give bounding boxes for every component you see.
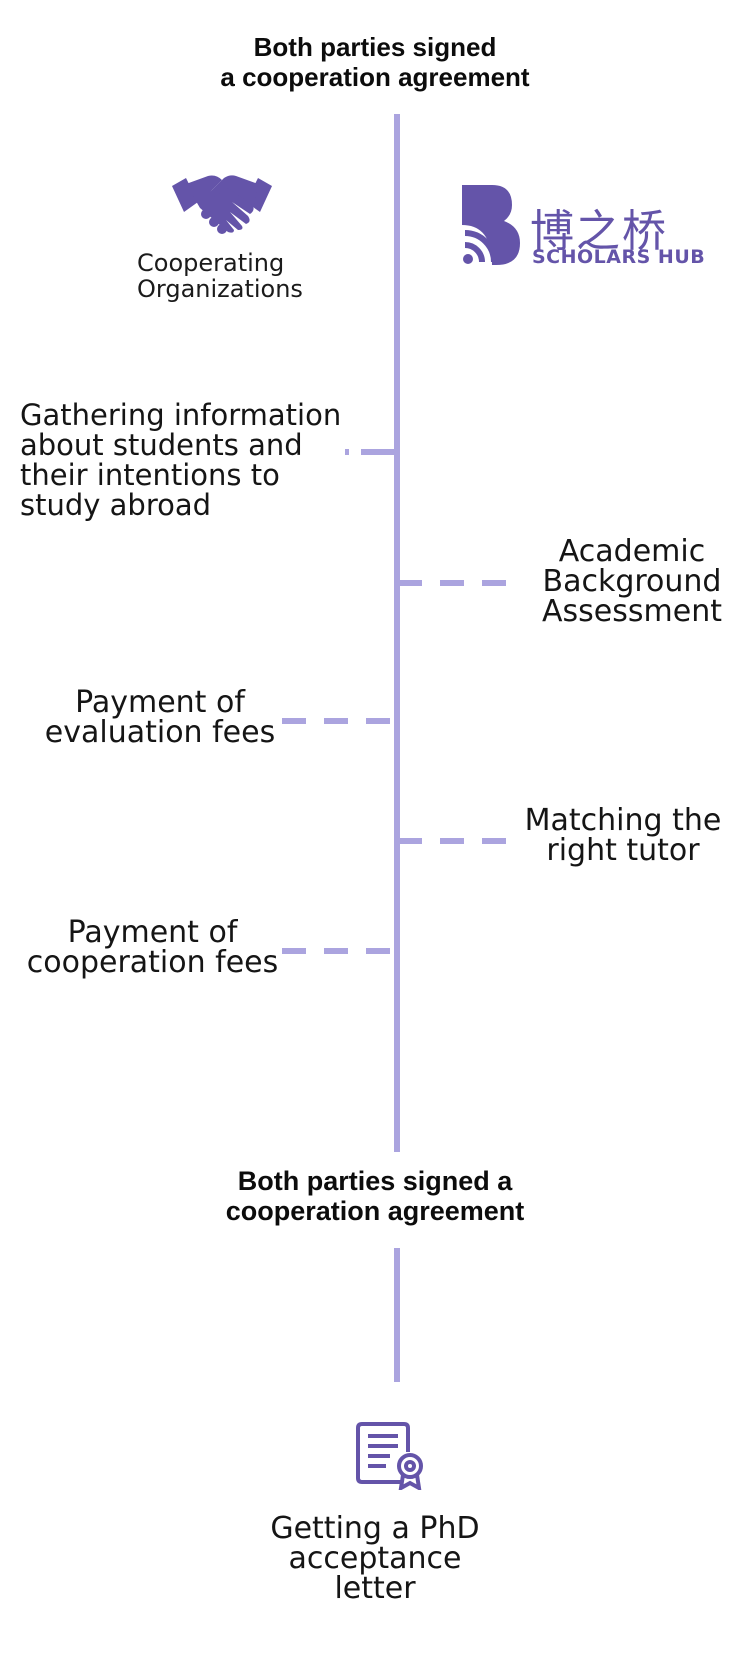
logo-chinese-text: 博之桥: [530, 206, 668, 257]
timeline-line: [394, 114, 400, 1152]
step-3-line-2: evaluation fees: [44, 715, 276, 750]
certificate-icon: [356, 1422, 428, 1492]
middle-heading-line-1: Both parties signed a: [237, 1166, 513, 1196]
step-4-line-2: right tutor: [546, 833, 700, 868]
step-gathering-information: Gathering information about students and…: [20, 400, 341, 520]
step-matching-right-tutor: Matching the right tutor: [508, 806, 738, 866]
middle-heading-line-2: cooperation agreement: [225, 1196, 525, 1226]
step-5-line-1: Payment of: [67, 915, 238, 950]
step-4-line-1: Matching the: [524, 803, 722, 838]
middle-heading: Both parties signed a cooperation agreem…: [0, 1166, 750, 1226]
top-heading-line-1: Both parties signed: [253, 32, 497, 62]
step-2-line-2: Background: [542, 564, 722, 599]
step-1-line-2: about students and: [20, 428, 303, 462]
step-payment-evaluation-fees: Payment of evaluation fees: [40, 688, 280, 748]
top-heading: Both parties signed a cooperation agreem…: [0, 32, 750, 92]
step-5-line-2: cooperation fees: [26, 945, 279, 980]
step-1-line-3: their intentions to: [20, 458, 280, 492]
connector-step-1: [345, 449, 397, 455]
step-academic-background-assessment: Academic Background Assessment: [512, 537, 750, 627]
connector-step-2: [398, 580, 506, 586]
step-2-line-1: Academic: [558, 534, 706, 569]
logo-english-text: SCHOLARS HUB: [532, 246, 706, 268]
final-line-2: acceptance: [288, 1541, 462, 1576]
connector-step-5: [282, 948, 394, 954]
cooperating-organizations-label: Cooperating Organizations: [137, 250, 303, 302]
connector-step-3: [282, 718, 394, 724]
step-1-line-4: study abroad: [20, 488, 212, 522]
handshake-icon: [172, 168, 272, 240]
step-payment-cooperation-fees: Payment of cooperation fees: [20, 918, 285, 978]
left-party-label-line-1: Cooperating: [137, 249, 285, 277]
step-1-line-1: Gathering information: [20, 398, 342, 432]
final-step-phd-acceptance: Getting a PhD acceptance letter: [225, 1514, 525, 1604]
final-line-1: Getting a PhD: [270, 1511, 480, 1546]
step-2-line-3: Assessment: [542, 594, 722, 629]
top-heading-line-2: a cooperation agreement: [220, 62, 530, 92]
connector-step-4: [398, 838, 506, 844]
final-line-3: letter: [334, 1571, 416, 1606]
scholars-hub-logo-mark: [462, 185, 522, 265]
step-3-line-1: Payment of: [75, 685, 245, 720]
left-party-label-line-2: Organizations: [137, 275, 303, 303]
timeline-line-lower: [394, 1248, 400, 1382]
